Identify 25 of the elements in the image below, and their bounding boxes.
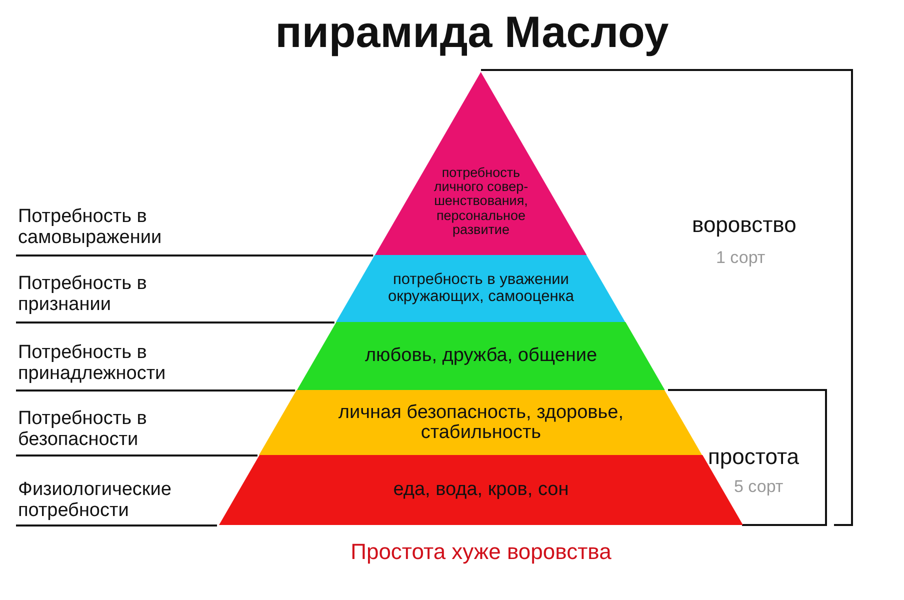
- layer-text: личная безопасность, здоровье, стабильность: [337, 402, 625, 442]
- pyramid-top-triangle: [375, 72, 587, 255]
- bracket-label: воровство: [692, 212, 796, 238]
- level-label: Потребность в самовыражении: [18, 207, 218, 249]
- level-label: Физиологические потребности: [18, 480, 218, 522]
- title: пирамида Маслоу: [274, 8, 670, 58]
- leader-line: [16, 254, 374, 256]
- pyramid-layer: [259, 390, 702, 455]
- level-label: Потребность в безопасности: [18, 409, 198, 451]
- pyramid-layer: [297, 322, 665, 390]
- level-label: Потребность в принадлежности: [18, 343, 218, 385]
- leader-line: [16, 322, 334, 324]
- caption: Простота хуже воровства: [350, 539, 612, 565]
- layer-text: потребность в уважении окружающих, самооценка: [386, 272, 576, 305]
- layer-text: еда, вода, кров, сон: [393, 480, 569, 500]
- pyramid-layer: [336, 255, 626, 322]
- grade-label: 1 сорт: [716, 248, 766, 268]
- leader-line: [16, 454, 258, 456]
- level-label: Потребность в признании: [18, 274, 198, 316]
- layer-text: потребность личного совер-шенствования, персональное развитие: [432, 166, 530, 237]
- bracket-label: простота: [708, 444, 800, 470]
- leader-line: [16, 390, 296, 392]
- layer-text: любовь, дружба, общение: [364, 346, 598, 366]
- leader-line: [16, 524, 217, 526]
- grade-label: 5 сорт: [734, 477, 784, 497]
